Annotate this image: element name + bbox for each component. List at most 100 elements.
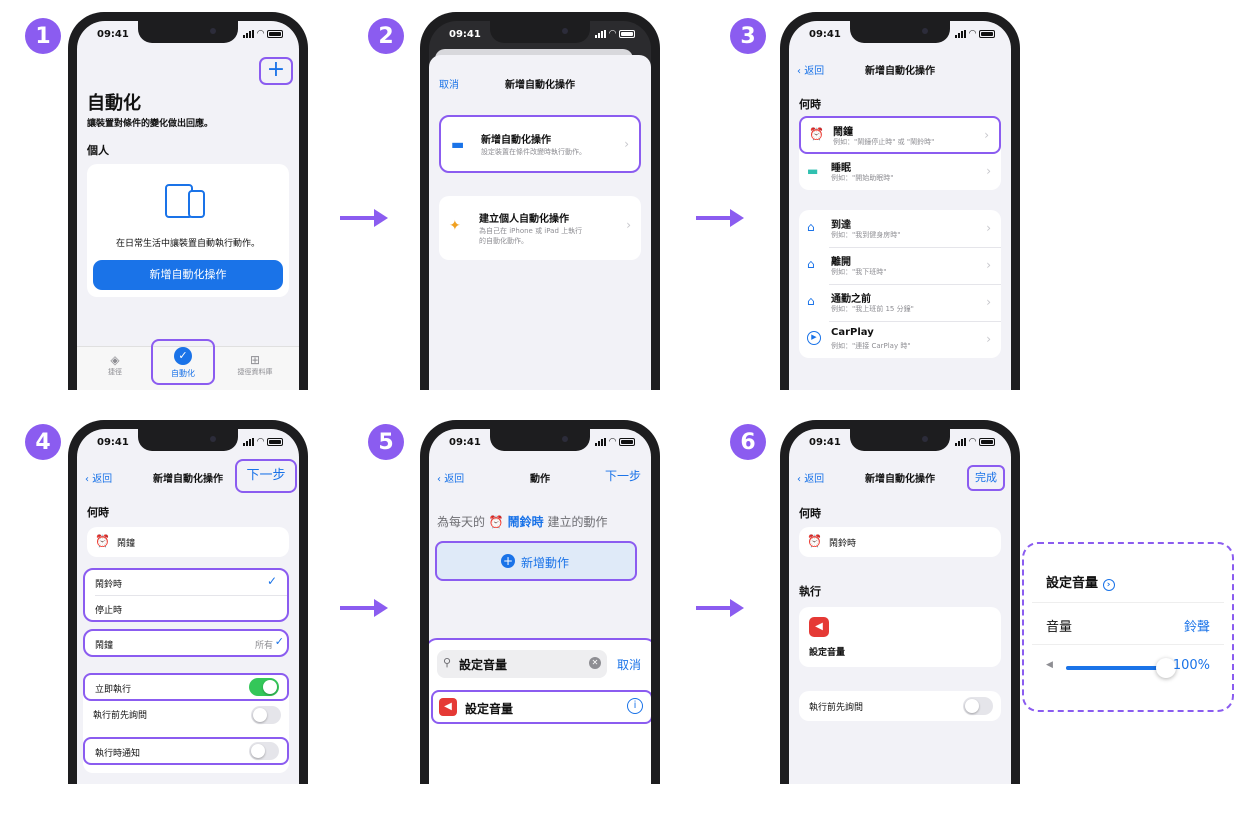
tab-shortcuts[interactable]: ◈ 捷徑 [95, 353, 135, 377]
alarm-clock-icon: ⏰ [95, 534, 110, 548]
run-immediately-row: 立即執行 [83, 673, 289, 701]
notch [850, 21, 950, 43]
volume-detail-title: 設定音量 › [1046, 572, 1115, 591]
volume-slider-knob[interactable] [1156, 658, 1176, 678]
notify-toggle[interactable] [249, 742, 279, 760]
divider [829, 321, 1001, 322]
layers-icon: ◈ [110, 353, 120, 367]
back-button[interactable]: ‹ 返回 [85, 470, 112, 485]
desc-trigger[interactable]: 鬧鈴時 [507, 515, 544, 529]
volume-type-selector[interactable]: 鈴聲 [1183, 620, 1210, 635]
alarm-row[interactable]: ⏰ 鬧鐘 例如："鬧鐘停止時" 或 "鬧鈴時" › [799, 116, 1001, 154]
step-badge-2: 2 [368, 18, 404, 54]
back-button[interactable]: ‹ 返回 [437, 470, 464, 485]
phone-2: 09:41 ◠ 取消 新增自動化操作 ▬ 新增自動化操作 設定裝置在條件改變時執… [420, 12, 660, 390]
add-automation-plus-button[interactable]: + [259, 57, 293, 85]
add-circle-icon: + [501, 554, 515, 568]
next-button[interactable]: 下一步 [604, 469, 641, 483]
arrive-row[interactable]: ⌂ 到達 例如："我到健身房時" › [799, 210, 1001, 247]
sleep-row[interactable]: ▬ 睡眠 例如："開始助眠時" › [799, 154, 1001, 190]
nav-title: 動作 [530, 474, 550, 485]
tab-shortcuts-label: 捷徑 [108, 368, 122, 376]
clear-icon[interactable]: ✕ [589, 657, 601, 669]
phone-6: 09:41 ◠ ‹ 返回 新增自動化操作 完成 何時 ⏰ 鬧鈴時 執行 ◀ 設定… [780, 420, 1020, 784]
wifi-icon: ◠ [969, 29, 976, 39]
carplay-icon: ▶ [807, 331, 821, 345]
volume-label: 音量 [1046, 620, 1073, 635]
speaker-low-icon: ◀ [1046, 660, 1053, 670]
cancel-button[interactable]: 取消 [439, 80, 459, 91]
tab-gallery[interactable]: ⊞ 捷徑資料庫 [227, 353, 283, 377]
action-card[interactable]: ◀ 設定音量 [799, 607, 1001, 667]
ask-before-row: 執行前先詢問 [83, 701, 289, 729]
status-icons: ◠ [243, 437, 283, 447]
divider [1032, 644, 1224, 645]
status-bar: 09:41 ◠ [77, 21, 299, 43]
chevron-right-icon: › [986, 295, 991, 309]
page-subtitle: 讓裝置對條件的變化做出回應。 [87, 119, 214, 129]
next-button[interactable]: 下一步 [235, 459, 297, 493]
option-when-stopped[interactable]: 停止時 [85, 596, 287, 621]
ask-before-label: 執行前先詢問 [809, 703, 864, 713]
status-time: 09:41 [809, 29, 841, 40]
notch [138, 429, 238, 451]
bed-icon: ▬ [451, 137, 465, 153]
chevron-left-icon: ‹ [797, 474, 805, 485]
speaker-icon: ◀ [439, 698, 457, 716]
search-result-set-volume[interactable]: ◀ 設定音量 i [431, 690, 651, 724]
home-person-icon: ⌂ [807, 294, 815, 308]
back-button[interactable]: ‹ 返回 [797, 62, 824, 77]
action-label: 設定音量 [809, 648, 846, 658]
info-icon[interactable]: i [627, 698, 643, 714]
chevron-right-icon: › [624, 137, 629, 151]
status-icons: ◠ [595, 438, 635, 447]
status-icons: ◠ [955, 29, 995, 39]
run-immediately-toggle[interactable] [249, 678, 279, 696]
checkmark-icon: ✓ [274, 635, 284, 648]
back-button[interactable]: ‹ 返回 [797, 470, 824, 485]
option-new-automation[interactable]: ▬ 新增自動化操作 設定裝置在條件改變時執行動作。 › [439, 115, 641, 173]
search-input[interactable]: ⚲ 設定音量 ✕ [437, 650, 607, 678]
option-personal-automation[interactable]: ✦ 建立個人自動化操作 為自己在 iPhone 或 iPad 上執行 的自動化動… [439, 196, 641, 260]
section-when: 何時 [87, 506, 109, 519]
screen-summary: 09:41 ◠ ‹ 返回 新增自動化操作 完成 何時 ⏰ 鬧鈴時 執行 ◀ 設定… [789, 429, 1011, 784]
alarm-select-row[interactable]: 鬧鐘 所有 ✓ [83, 629, 289, 657]
leave-example: 例如："我下班時" [831, 268, 887, 276]
add-action-button[interactable]: + 新增動作 [435, 541, 637, 581]
volume-detail-title-text: 設定音量 [1046, 576, 1099, 591]
tab-automation-label: 自動化 [171, 369, 195, 378]
done-button[interactable]: 完成 [967, 465, 1005, 491]
step-badge-3: 3 [730, 18, 766, 54]
phone-4: 09:41 ◠ ‹ 返回 新增自動化操作 下一步 何時 ⏰ 鬧鐘 鬧鈴時 ✓ 停… [68, 420, 308, 784]
step-badge-4: 4 [25, 424, 61, 460]
carplay-row[interactable]: ▶ CarPlay 例如："連接 CarPlay 時" › [799, 321, 1001, 358]
alarm-select-label: 鬧鐘 [95, 641, 114, 651]
section-run: 執行 [799, 585, 821, 598]
person-automation-icon: ✦ [449, 218, 461, 234]
phone-1: 09:41 ◠ + 自動化 讓裝置對條件的變化做出回應。 個人 在日常生活中讓裝… [68, 12, 308, 390]
ask-before-toggle[interactable] [963, 697, 993, 715]
before-commute-row[interactable]: ⌂ 通勤之前 例如："我上班前 15 分鐘" › [799, 284, 1001, 321]
home-person-icon: ⌂ [807, 220, 815, 234]
ask-before-toggle[interactable] [251, 706, 281, 724]
wifi-icon: ◠ [969, 437, 976, 447]
volume-slider[interactable] [1066, 658, 1176, 678]
search-cancel-button[interactable]: 取消 [616, 658, 641, 672]
new-automation-button[interactable]: 新增自動化操作 [93, 260, 283, 290]
back-label: 返回 [444, 474, 465, 485]
option-when-alarm-rings[interactable]: 鬧鈴時 ✓ [85, 570, 287, 595]
wifi-icon: ◠ [257, 437, 264, 447]
desc-suffix: 建立的動作 [547, 515, 608, 529]
tab-automation[interactable]: ✓ 自動化 [151, 339, 215, 385]
alarm-select-value: 所有 [254, 641, 273, 651]
chevron-right-icon: › [986, 164, 991, 178]
battery-icon [979, 438, 995, 446]
chevron-circle-icon[interactable]: › [1102, 579, 1115, 591]
run-immediately-label: 立即執行 [95, 685, 132, 695]
leave-row[interactable]: ⌂ 離開 例如："我下班時" › [799, 247, 1001, 284]
screen-new-automation-sheet: 09:41 ◠ 取消 新增自動化操作 ▬ 新增自動化操作 設定裝置在條件改變時執… [429, 21, 651, 390]
checkmark-icon: ✓ [266, 574, 277, 588]
signal-icon [243, 30, 255, 38]
option-personal-desc-1: 為自己在 iPhone 或 iPad 上執行 [479, 227, 583, 235]
add-action-label: 新增動作 [521, 556, 570, 570]
